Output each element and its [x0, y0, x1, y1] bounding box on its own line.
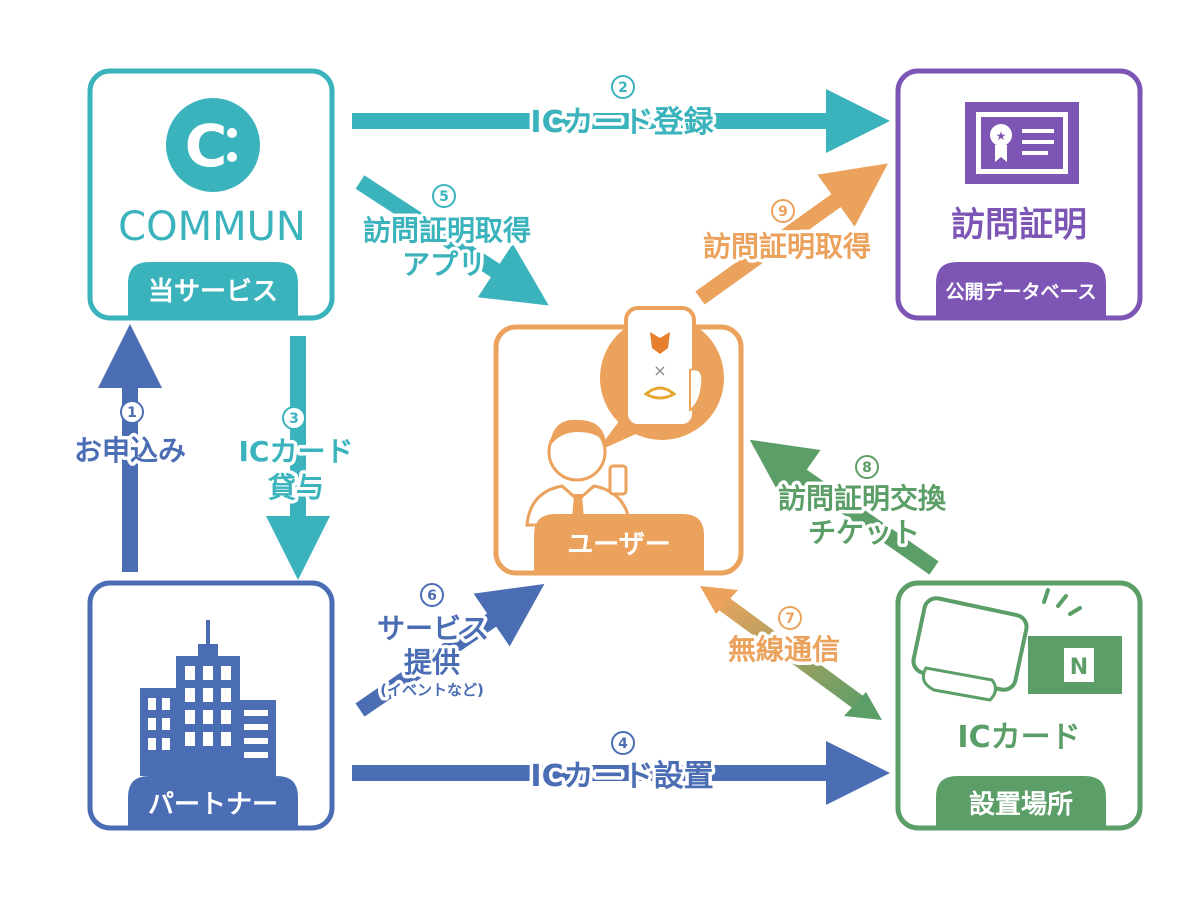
- service-logo-text: COMMUN: [118, 204, 306, 250]
- flow-8-text-line1: 訪問証明交換: [778, 482, 947, 515]
- flow-5-text-line1: 訪問証明取得: [363, 214, 531, 247]
- flow-6-text-line3: (イベントなど): [380, 681, 484, 699]
- partner-tag: パートナー: [148, 790, 278, 820]
- database-tag: 公開データベース: [945, 280, 1096, 303]
- arrow-8-ticket: [749, 439, 939, 575]
- flow-1-label: 1 お申込み: [70, 400, 190, 471]
- arrow-6-service: [355, 583, 545, 717]
- arrow-9-proof: [695, 163, 889, 305]
- flow-6-text-line1: サービス: [377, 612, 489, 645]
- flow-3-step: 3: [289, 411, 299, 427]
- flow-2-step: 2: [618, 80, 628, 96]
- flow-8-step: 8: [862, 460, 872, 476]
- flow-5-step: 5: [439, 189, 449, 205]
- arrow-7-wireless: [700, 586, 882, 720]
- flow-7-step: 7: [785, 611, 795, 627]
- flow-5-text-line2: アプリ: [402, 248, 486, 281]
- flow-8-label: 8 訪問証明交換 チケット: [774, 455, 950, 553]
- database-title: 訪問証明: [951, 205, 1087, 245]
- certificate-icon: ★: [965, 102, 1079, 184]
- flow-7-label: 7 無線通信: [724, 606, 844, 670]
- flow-7-text: 無線通信: [728, 633, 840, 666]
- database-node: ★ 訪問証明 公開データベース: [895, 68, 1143, 321]
- flow-4-label: 4 ICカード設置: [527, 731, 717, 798]
- user-with-smartphone-icon: ×: [525, 306, 724, 528]
- location-title: ICカード: [957, 720, 1080, 755]
- svg-text:★: ★: [996, 129, 1007, 143]
- partner-node: パートナー: [87, 580, 335, 831]
- flow-4-text: ICカード設置: [530, 759, 713, 794]
- service-node: C COMMUN 当サービス: [87, 68, 335, 321]
- svg-text:C: C: [185, 112, 228, 180]
- user-tag: ユーザー: [567, 530, 670, 560]
- service-tag: 当サービス: [148, 277, 278, 307]
- flow-9-step: 9: [778, 204, 788, 220]
- arrow-5-app: [355, 175, 549, 306]
- flow-3-text-line1: ICカード: [239, 435, 354, 468]
- flow-2-label: 2 ICカード登録: [527, 75, 718, 144]
- user-node: × ユーザー: [493, 306, 744, 576]
- flow-1-step: 1: [127, 405, 137, 421]
- flow-5-label: 5 訪問証明取得 アプリ: [359, 184, 535, 285]
- flow-9-label: 9 訪問証明取得: [699, 199, 875, 267]
- flow-1-text: お申込み: [74, 434, 186, 467]
- flow-8-text-line2: チケット: [808, 516, 920, 549]
- flow-3-label: 3 ICカード 貸与: [235, 406, 357, 508]
- flow-6-text-line2: 提供: [404, 646, 460, 679]
- location-node: N ICカード 設置場所: [895, 580, 1143, 831]
- phone-separator: ×: [653, 361, 666, 380]
- commun-logo-icon: C: [166, 98, 260, 192]
- flow-6-step: 6: [427, 588, 437, 604]
- svg-text:N: N: [1070, 655, 1088, 680]
- flow-2-text: ICカード登録: [530, 105, 714, 140]
- flow-4-step: 4: [618, 736, 628, 752]
- flow-9-text: 訪問証明取得: [703, 230, 871, 263]
- nfc-card-tap-icon: N: [911, 588, 1122, 702]
- flow-3-text-line2: 貸与: [268, 471, 324, 504]
- flow-6-label: 6 サービス 提供 (イベントなど): [373, 583, 493, 703]
- building-windows: [148, 666, 268, 758]
- location-tag: 設置場所: [969, 789, 1073, 820]
